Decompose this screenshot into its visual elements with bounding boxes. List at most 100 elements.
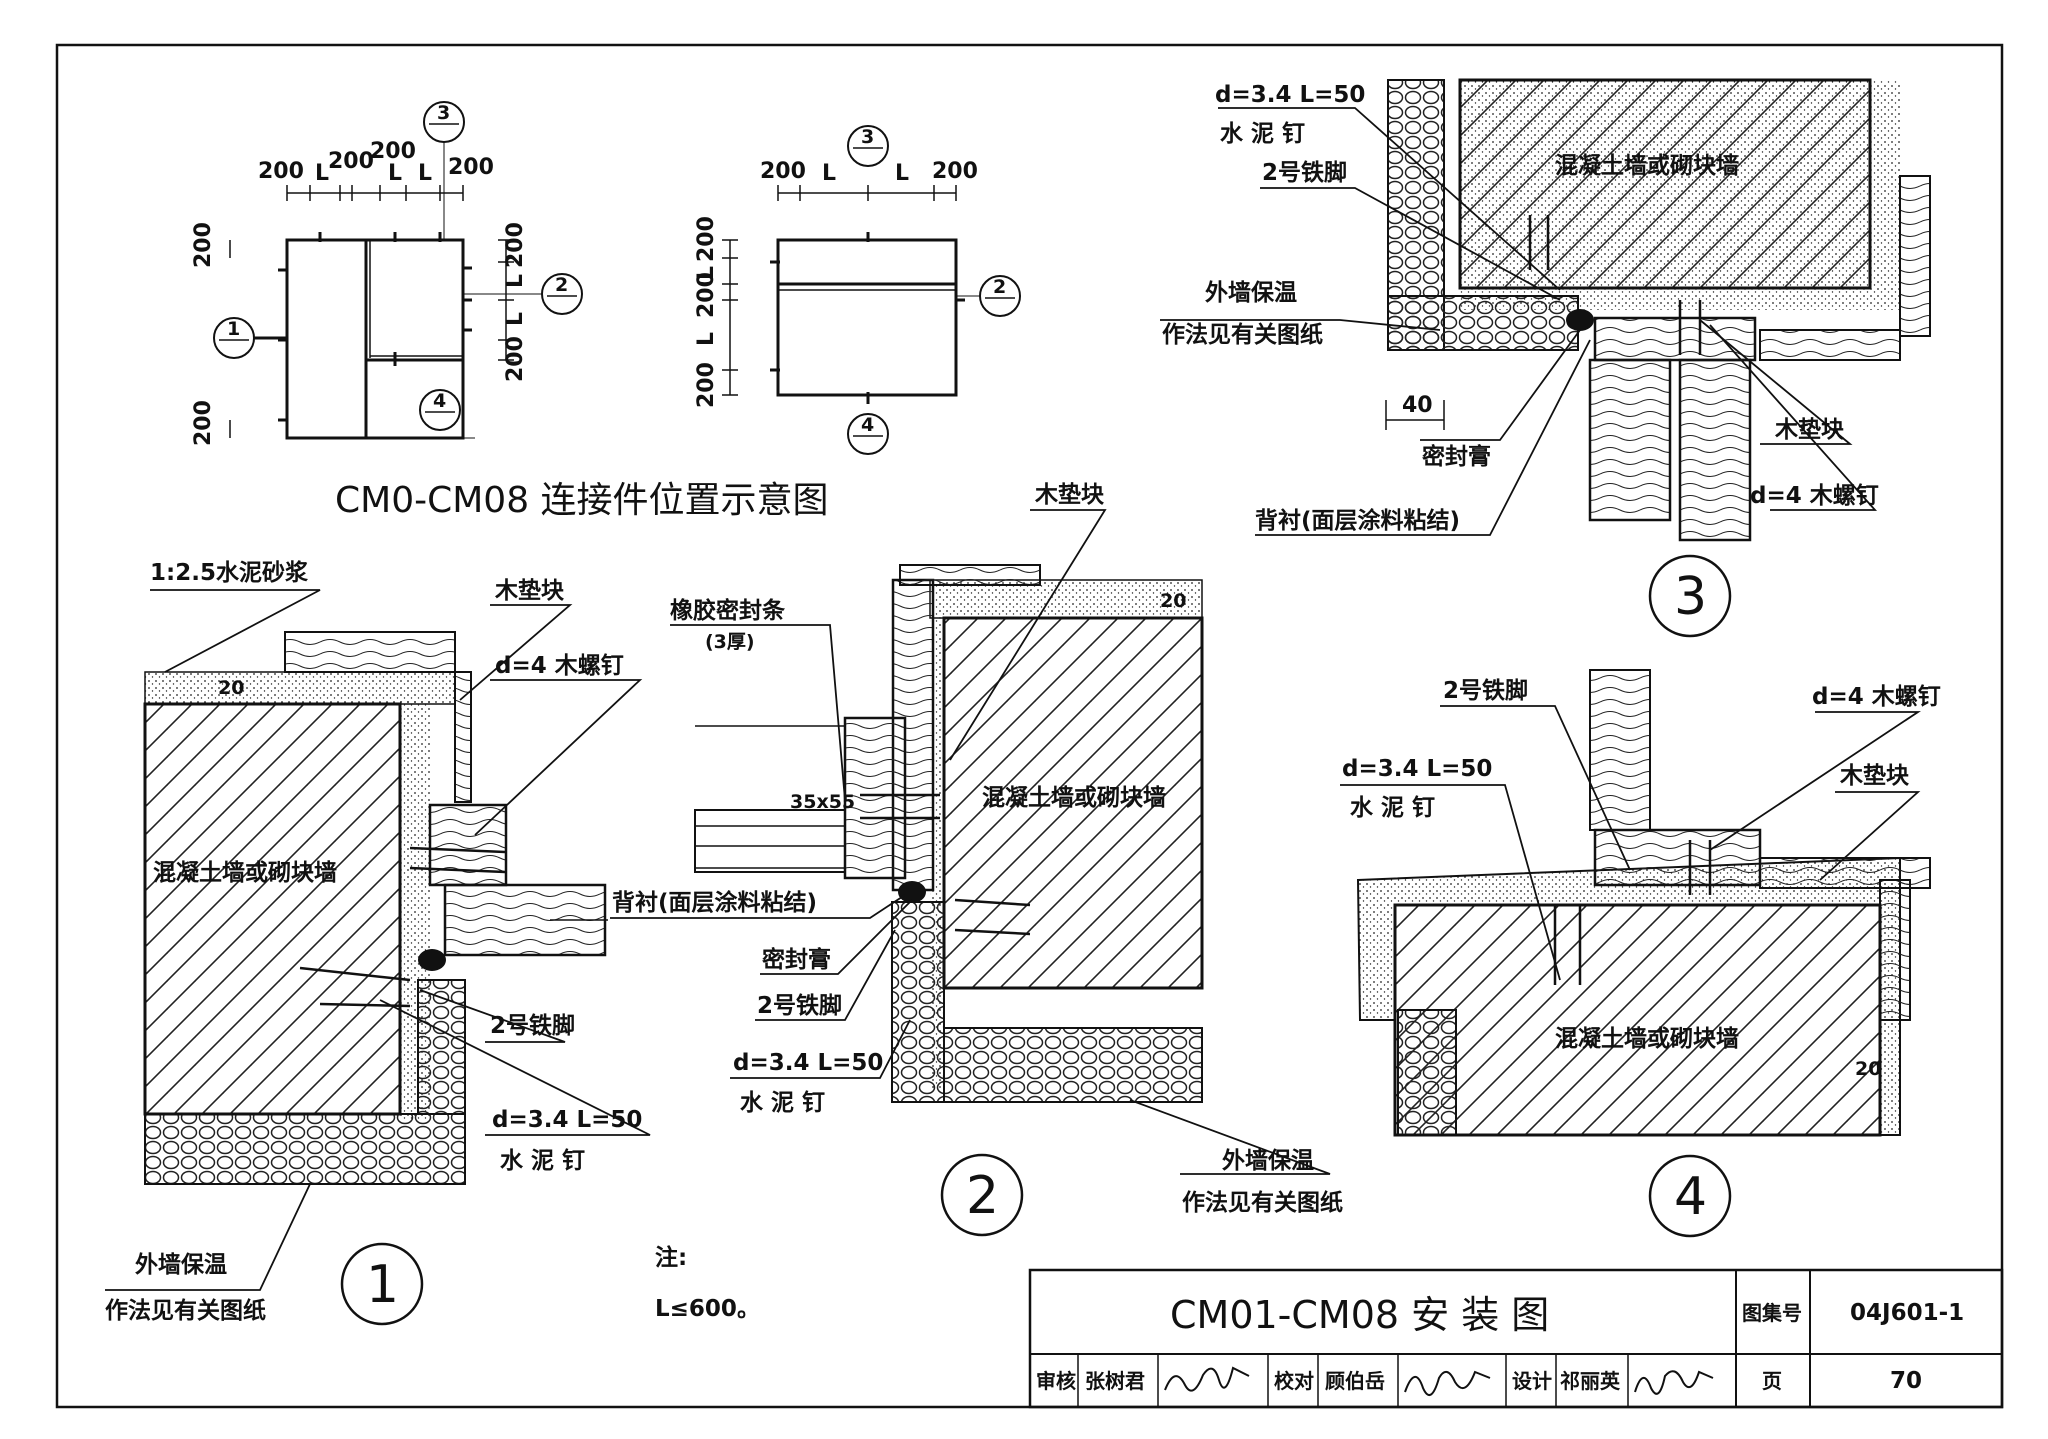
label-nail-spec: d=3.4 L=50 [733, 1050, 883, 1076]
label-iron-foot: 2号铁脚 [1443, 678, 1528, 704]
section-marker-4: 4 [847, 413, 889, 455]
section-marker-2: 2 [956, 275, 1021, 317]
section-marker-2: 2 [463, 273, 583, 315]
dim-label: L [694, 332, 719, 346]
detail-4: 2号铁脚 d=4 木螺钉 d=3.4 L=50 水 泥 钉 木垫块 混凝土墙或砌… [1340, 669, 1941, 1238]
label-insulation-ref: 作法见有关图纸 [1182, 1189, 1343, 1216]
label-cement-nail: 水 泥 钉 [1350, 794, 1435, 821]
note-text: L≤600。 [655, 1296, 760, 1322]
label-cement-nail: 水 泥 钉 [740, 1089, 825, 1116]
wood-block [1593, 828, 1762, 887]
svg-text:4: 4 [861, 414, 874, 436]
svg-text:2: 2 [555, 274, 568, 296]
designer-signature [1634, 1370, 1714, 1395]
insulation-layer [891, 901, 945, 1103]
label-iron-foot: 2号铁脚 [1262, 160, 1347, 186]
svg-text:4: 4 [433, 390, 446, 412]
detail-number-4: 4 [1648, 1154, 1732, 1238]
sealant-blob [898, 881, 926, 903]
label-insulation-ref: 作法见有关图纸 [105, 1297, 266, 1324]
label-wood-block: 木垫块 [1774, 417, 1844, 443]
reviewer-signature [1164, 1366, 1250, 1392]
insulation-layer [1397, 1009, 1457, 1136]
location-diagram: 200 L 200 200 L L 200 200 L L 200 200 20… [191, 101, 1021, 521]
concrete-wall [1458, 78, 1872, 290]
dim-label: 200 [694, 272, 719, 318]
dim-label: L [822, 161, 836, 186]
detail-3: d=3.4 L=50 水 泥 钉 2号铁脚 混凝土墙或砌块墙 外墙保温 作法见有… [1160, 78, 1931, 638]
label-cement-nail: 水 泥 钉 [1220, 120, 1305, 147]
label-wall: 混凝土墙或砌块墙 [1555, 1025, 1739, 1052]
label-sealant: 密封膏 [1422, 443, 1491, 470]
review-label: 审核 [1036, 1369, 1076, 1393]
svg-text:3: 3 [437, 102, 450, 124]
label-sealant: 密封膏 [762, 946, 831, 973]
concrete-wall [942, 616, 1204, 990]
insulation-layer [144, 1113, 466, 1185]
label-insulation: 外墙保温 [1222, 1147, 1314, 1174]
svg-text:1: 1 [366, 1255, 399, 1315]
label-rubber-thickness: (3厚) [705, 631, 755, 653]
title-block: CM01-CM08 安 装 图 图集号 04J601-1 审核 张树君 校对 顾… [1028, 1268, 2004, 1409]
detail-1: 1:2.5水泥砂浆 20 木垫块 d=4 木螺钉 混凝土墙或砌块墙 2号铁脚 d… [105, 559, 651, 1326]
dim-label: 200 [760, 159, 806, 184]
label-wall: 混凝土墙或砌块墙 [982, 784, 1166, 811]
label-nail-spec: d=3.4 L=50 [1342, 756, 1492, 782]
concrete-wall [143, 702, 402, 1116]
label-dim-40: 40 [1402, 393, 1433, 418]
dim-label: 200 [503, 222, 528, 268]
svg-text:3: 3 [1674, 567, 1707, 627]
svg-text:4: 4 [1674, 1167, 1707, 1227]
label-thickness: 20 [1855, 1058, 1881, 1080]
label-nail-spec: d=3.4 L=50 [492, 1107, 642, 1133]
detail-2: 木垫块 橡胶密封条 (3厚) 20 混凝土墙或砌块墙 35x55 背衬(面层涂料… [610, 482, 1343, 1237]
checker-name: 顾伯岳 [1325, 1369, 1385, 1393]
label-wood-block: 木垫块 [1839, 763, 1909, 789]
atlas-number: 04J601-1 [1850, 1300, 1964, 1326]
dim-label: 200 [191, 400, 216, 446]
label-backing: 背衬(面层涂料粘结) [1255, 507, 1460, 534]
dim-label: 200 [503, 336, 528, 382]
sheet-title: CM01-CM08 安 装 图 [1170, 1293, 1549, 1337]
svg-text:1: 1 [227, 318, 240, 340]
label-thickness: 20 [218, 677, 244, 699]
label-insulation-ref: 作法见有关图纸 [1162, 321, 1323, 348]
dim-label: 200 [448, 155, 494, 180]
dim-label: 200 [191, 222, 216, 268]
label-rubber-strip: 橡胶密封条 [670, 597, 785, 624]
design-label: 设计 [1512, 1369, 1552, 1393]
dim-label: 200 [328, 149, 374, 174]
detail-number-1: 1 [340, 1242, 424, 1326]
check-label: 校对 [1274, 1369, 1314, 1393]
frame-elevation-left: 200 L 200 200 L L 200 200 L L 200 200 20… [191, 101, 583, 446]
dim-label: L [388, 161, 402, 186]
section-marker-1: 1 [213, 317, 287, 359]
label-nail-spec: d=3.4 L=50 [1215, 82, 1365, 108]
dim-label: L [895, 161, 909, 186]
label-thickness: 20 [1160, 590, 1186, 612]
concrete-wall [1393, 903, 1882, 1137]
detail-number-3: 3 [1648, 554, 1732, 638]
sealant-blob [1566, 309, 1594, 331]
label-wood-block: 木垫块 [1034, 482, 1104, 508]
label-backing: 背衬(面层涂料粘结) [612, 889, 817, 916]
dim-label: L [503, 274, 528, 288]
dim-label: L [503, 312, 528, 326]
checker-signature [1404, 1370, 1491, 1397]
note: 注: L≤600。 [655, 1244, 760, 1322]
dim-label: 200 [694, 216, 719, 262]
dim-label: L [315, 161, 329, 186]
page-label: 页 [1762, 1369, 1782, 1393]
note-label: 注: [655, 1244, 687, 1271]
label-insulation: 外墙保温 [135, 1251, 227, 1278]
svg-text:2: 2 [993, 276, 1006, 298]
label-wall: 混凝土墙或砌块墙 [1555, 152, 1739, 179]
label-mortar: 1:2.5水泥砂浆 [150, 559, 308, 586]
sealant-blob [418, 949, 446, 971]
label-iron-foot: 2号铁脚 [490, 1013, 575, 1039]
svg-text:2: 2 [966, 1166, 999, 1226]
svg-text:3: 3 [861, 126, 874, 148]
wood-block [1593, 316, 1757, 362]
dim-label: 200 [932, 159, 978, 184]
